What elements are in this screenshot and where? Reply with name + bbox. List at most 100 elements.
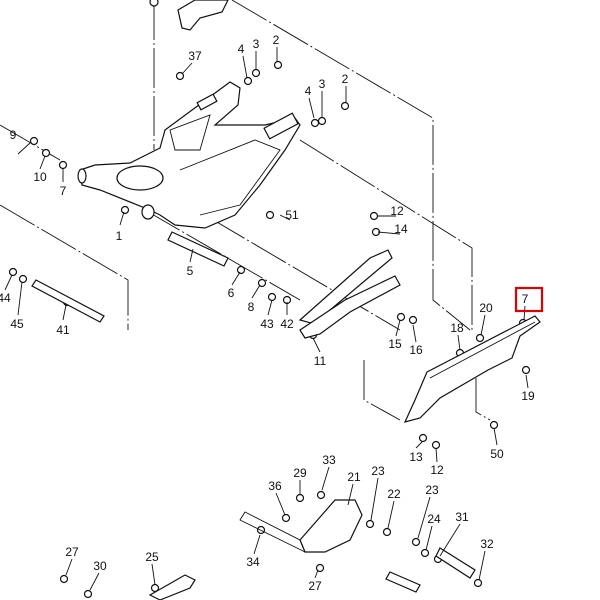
part-20 xyxy=(475,333,485,343)
leader-line xyxy=(242,55,248,79)
part-22 xyxy=(382,527,392,537)
callout-9[interactable]: 9 xyxy=(10,128,17,142)
callout-34[interactable]: 34 xyxy=(246,555,260,569)
chain-slider xyxy=(298,249,401,339)
chain-slider-lower xyxy=(299,275,401,339)
part-9 xyxy=(29,136,39,146)
callout-3[interactable]: 3 xyxy=(319,77,326,91)
swingarm[interactable] xyxy=(77,81,301,229)
leader-line xyxy=(370,477,379,521)
leader-line xyxy=(308,97,315,119)
callout-41[interactable]: 41 xyxy=(56,323,70,337)
part-23 xyxy=(365,519,375,529)
callout-51[interactable]: 51 xyxy=(285,208,299,222)
callout-1[interactable]: 1 xyxy=(116,229,123,243)
assembly-line xyxy=(0,124,61,161)
callout-43[interactable]: 43 xyxy=(260,317,274,331)
callout-6[interactable]: 6 xyxy=(228,286,235,300)
leader-line xyxy=(312,337,321,353)
part-30 xyxy=(83,589,93,599)
swingarm-web xyxy=(169,114,211,151)
callout-31[interactable]: 31 xyxy=(455,510,469,524)
assembly-line xyxy=(363,360,401,421)
callout-27[interactable]: 27 xyxy=(65,545,79,559)
callout-24[interactable]: 24 xyxy=(427,512,441,526)
callout-16[interactable]: 16 xyxy=(409,343,423,357)
part-24 xyxy=(420,548,430,558)
part-4 xyxy=(243,76,253,86)
relay-arm-21 xyxy=(299,499,363,553)
part-8 xyxy=(257,278,267,288)
part-51 xyxy=(265,210,275,220)
part-1 xyxy=(120,205,130,215)
callout-18[interactable]: 18 xyxy=(450,321,464,335)
callout-30[interactable]: 30 xyxy=(93,559,107,573)
leader-line xyxy=(231,271,241,286)
callout-14[interactable]: 14 xyxy=(394,222,408,236)
bolt xyxy=(385,571,421,593)
callout-7[interactable]: 7 xyxy=(60,184,67,198)
callout-15[interactable]: 15 xyxy=(388,337,402,351)
callout-2[interactable]: 2 xyxy=(273,33,280,47)
part-10 xyxy=(41,148,51,158)
callout-32[interactable]: 32 xyxy=(480,537,494,551)
callout-50[interactable]: 50 xyxy=(490,447,504,461)
callout-7[interactable]: 7 xyxy=(522,292,529,306)
leader-line xyxy=(347,483,354,506)
chain-guard[interactable] xyxy=(403,315,541,423)
leader-line xyxy=(377,231,401,235)
callout-23[interactable]: 23 xyxy=(371,464,385,478)
assembly-line xyxy=(0,204,129,330)
callout-23[interactable]: 23 xyxy=(425,483,439,497)
callout-33[interactable]: 33 xyxy=(322,453,336,467)
leader-line xyxy=(417,496,431,539)
part-3 xyxy=(251,68,261,78)
callout-25[interactable]: 25 xyxy=(145,550,159,564)
callout-44[interactable]: 44 xyxy=(0,291,11,305)
chain-guard-rib xyxy=(429,321,536,379)
leader-line xyxy=(279,214,291,221)
bracket-hole xyxy=(149,0,159,7)
callout-3[interactable]: 3 xyxy=(253,37,260,51)
callout-37[interactable]: 37 xyxy=(188,49,202,63)
callout-36[interactable]: 36 xyxy=(268,479,282,493)
leader-line xyxy=(119,211,125,226)
assembly-line xyxy=(299,139,473,330)
callout-4[interactable]: 4 xyxy=(238,42,245,56)
pivot-shaft xyxy=(31,231,229,323)
callout-8[interactable]: 8 xyxy=(248,300,255,314)
callout-10[interactable]: 10 xyxy=(33,170,47,184)
leader-line xyxy=(387,500,395,529)
leader-line xyxy=(275,492,286,516)
callout-11[interactable]: 11 xyxy=(314,354,327,368)
leader-line xyxy=(395,319,401,337)
callout-5[interactable]: 5 xyxy=(187,264,194,278)
adjuster-block xyxy=(263,112,299,140)
callout-22[interactable]: 22 xyxy=(387,487,401,501)
leader-line xyxy=(189,248,194,263)
callout-2[interactable]: 2 xyxy=(342,72,349,86)
leader-line xyxy=(253,534,261,555)
callout-20[interactable]: 20 xyxy=(479,301,493,315)
leader-line xyxy=(151,563,156,586)
callout-21[interactable]: 21 xyxy=(347,470,361,484)
part-4 xyxy=(310,118,320,128)
callout-19[interactable]: 19 xyxy=(521,389,535,403)
leader-line xyxy=(17,142,31,155)
assembly-line xyxy=(231,0,471,331)
leader-line xyxy=(4,274,13,291)
callout-29[interactable]: 29 xyxy=(293,466,307,480)
part-12 xyxy=(369,211,379,221)
leader-line xyxy=(89,572,100,591)
part-36 xyxy=(281,513,291,523)
callout-12[interactable]: 12 xyxy=(390,204,404,218)
callout-42[interactable]: 42 xyxy=(280,317,294,331)
callout-12[interactable]: 12 xyxy=(430,463,444,477)
callout-27[interactable]: 27 xyxy=(308,579,322,593)
callout-13[interactable]: 13 xyxy=(409,450,423,464)
callout-4[interactable]: 4 xyxy=(305,84,312,98)
callout-45[interactable]: 45 xyxy=(10,317,24,331)
leader-line xyxy=(251,284,261,299)
leader-line xyxy=(425,525,433,551)
adjuster-block xyxy=(196,93,218,111)
